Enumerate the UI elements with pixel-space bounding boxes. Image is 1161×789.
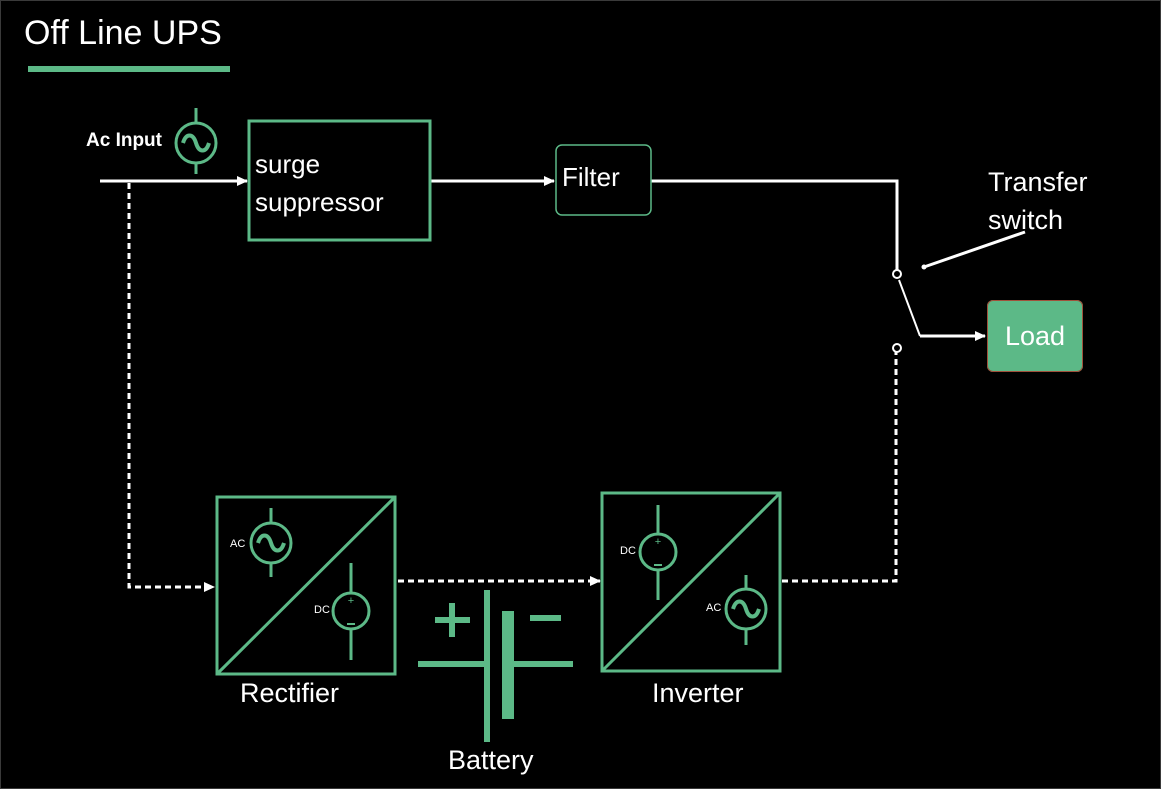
inverter-to-switch-dashed	[782, 352, 898, 583]
surge-label-line1: surge	[255, 149, 321, 179]
rectifier-box: +	[215, 495, 397, 676]
load-label: Load	[987, 300, 1083, 372]
page-title: Off Line UPS	[24, 14, 222, 52]
filter-to-switch-line	[651, 179, 899, 270]
inverter-label: Inverter	[652, 678, 744, 708]
ac-source-icon	[174, 108, 218, 174]
transfer-label-line2: switch	[988, 205, 1064, 235]
battery-label: Battery	[448, 745, 534, 775]
surge-label-line2: suppressor	[255, 187, 384, 217]
load-box-fill	[987, 300, 1083, 372]
inverter-dc-label: DC	[620, 545, 636, 557]
rectifier-label: Rectifier	[240, 678, 340, 708]
filter-box	[555, 144, 652, 216]
rectifier-dc-label: DC	[314, 604, 330, 616]
filter-label: Filter	[562, 162, 620, 192]
transfer-label-line1: Transfer	[988, 167, 1088, 197]
surge-suppressor-label: surge suppressor	[255, 145, 384, 221]
switch-contact-bottom	[892, 343, 902, 353]
inverter-box: +	[600, 491, 782, 673]
svg-text:+: +	[348, 595, 354, 607]
transfer-switch-pointer	[923, 230, 1026, 269]
rectifier-ac-label: AC	[230, 538, 246, 550]
switch-blade	[898, 279, 921, 337]
title-underline	[28, 66, 230, 72]
transfer-switch-label: Transfer switch	[988, 163, 1088, 239]
battery-symbol-icon	[418, 590, 573, 742]
svg-text:+: +	[655, 536, 661, 548]
ac-input-label: Ac Input	[86, 130, 162, 151]
inverter-ac-label: AC	[706, 602, 722, 614]
bypass-dashed-line	[127, 183, 215, 592]
surge-suppressor-box	[247, 119, 432, 242]
switch-contact-top	[892, 269, 902, 279]
